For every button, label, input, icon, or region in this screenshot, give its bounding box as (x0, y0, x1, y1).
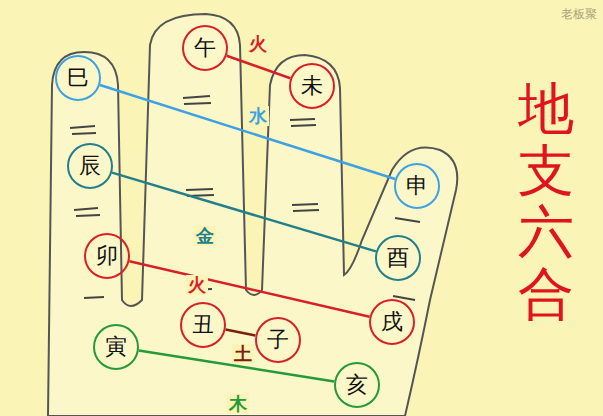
branch-circle: 酉 (375, 235, 421, 281)
branch-text: 未 (301, 75, 323, 97)
joint-marks (70, 96, 420, 300)
element-label: 木 (227, 394, 249, 414)
branch-text: 辰 (79, 155, 101, 177)
combine-line (112, 173, 376, 252)
branch-circle: 巳 (55, 55, 101, 101)
watermark: 老板聚 (561, 6, 597, 23)
vertical-title: 地支六合 (518, 78, 574, 324)
element-label: 火 (247, 34, 269, 54)
branch-circle: 辰 (67, 143, 113, 189)
branch-circle: 卯 (84, 233, 130, 279)
combine-line (227, 56, 291, 79)
branch-text: 亥 (346, 374, 368, 396)
branch-text: 戌 (381, 311, 403, 333)
hand-shape (48, 14, 457, 416)
combine-line (100, 85, 395, 179)
branch-circle: 寅 (93, 324, 139, 370)
element-label: 金 (194, 226, 216, 246)
branch-circle: 子 (255, 317, 301, 363)
branch-circle: 午 (182, 25, 228, 71)
combine-line (226, 330, 256, 336)
branch-circle: 申 (394, 163, 440, 209)
element-label: 火 (186, 275, 208, 295)
branch-text: 子 (267, 329, 289, 351)
branch-text: 酉 (387, 247, 409, 269)
combine-line (129, 261, 369, 317)
element-label: 土 (232, 344, 254, 364)
branch-text: 午 (194, 37, 216, 59)
branch-text: 卯 (96, 245, 118, 267)
branch-text: 丑 (192, 314, 214, 336)
branch-text: 寅 (105, 336, 127, 358)
branch-circle: 戌 (369, 299, 415, 345)
branch-circle: 亥 (334, 362, 380, 408)
branch-text: 申 (406, 175, 428, 197)
branch-circle: 未 (289, 63, 335, 109)
branch-text: 巳 (67, 67, 89, 89)
branch-circle: 丑 (180, 302, 226, 348)
element-label: 水 (247, 106, 269, 126)
